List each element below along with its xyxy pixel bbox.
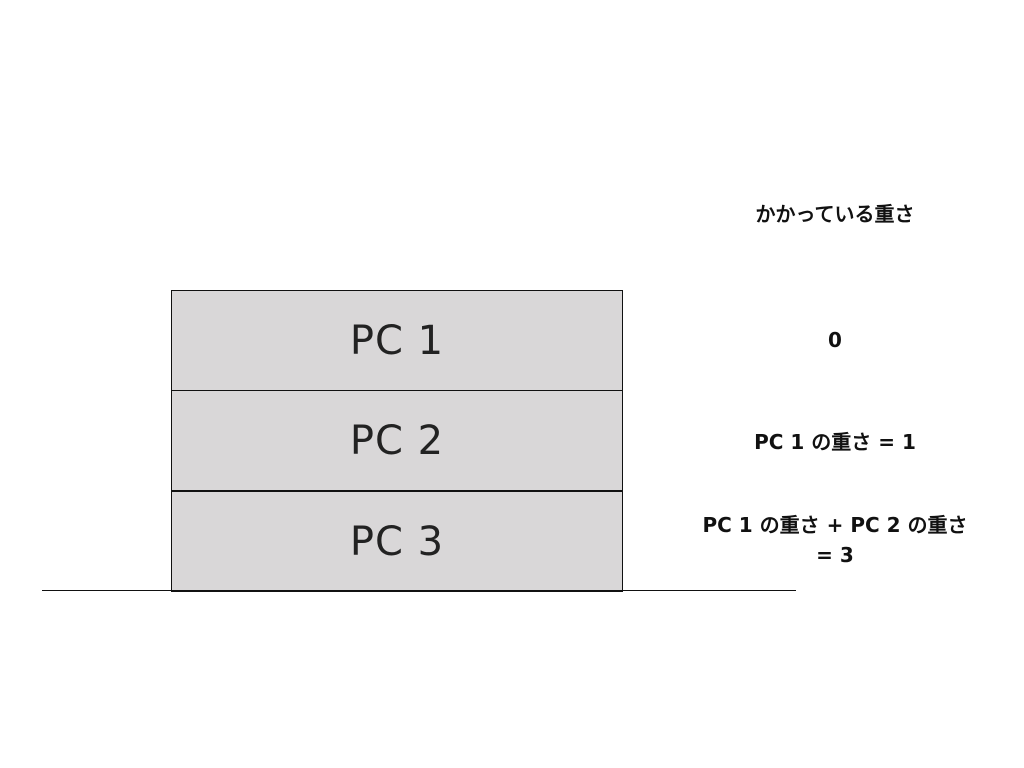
stack-box-label: PC 3 [349, 518, 445, 565]
stack-box-pc3: PC 3 [171, 491, 623, 592]
weight-value-pc1: 0 [828, 328, 842, 352]
weight-value-pc2: PC 1 の重さ = 1 [754, 430, 916, 454]
weight-value-pc3-line1: PC 1 の重さ + PC 2 の重さ [702, 513, 968, 537]
ground-line [42, 590, 796, 591]
weight-column-header: かかっている重さ [755, 202, 915, 226]
weight-value-pc3-line2: = 3 [816, 543, 854, 567]
weight-value-pc3: PC 1 の重さ + PC 2 の重さ = 3 [660, 510, 1010, 570]
stack-box-pc2: PC 2 [171, 390, 623, 491]
stack-box-pc1: PC 1 [171, 290, 623, 391]
stack-box-label: PC 1 [349, 317, 445, 364]
stack-box-label: PC 2 [349, 417, 445, 464]
